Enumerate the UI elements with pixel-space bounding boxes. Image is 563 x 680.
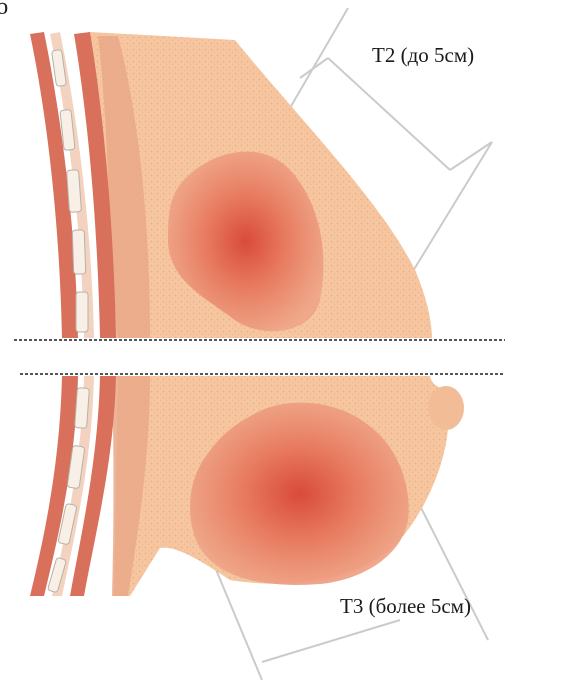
t3-label: T3 (более 5см)	[340, 594, 471, 618]
corner-mark: б	[0, 0, 8, 20]
nipple	[428, 386, 464, 430]
lower-chest-wall	[30, 376, 116, 596]
section-cut-lines	[14, 340, 505, 374]
t2-label: T2 (до 5см)	[372, 43, 474, 67]
lower-breast-section	[30, 376, 488, 680]
